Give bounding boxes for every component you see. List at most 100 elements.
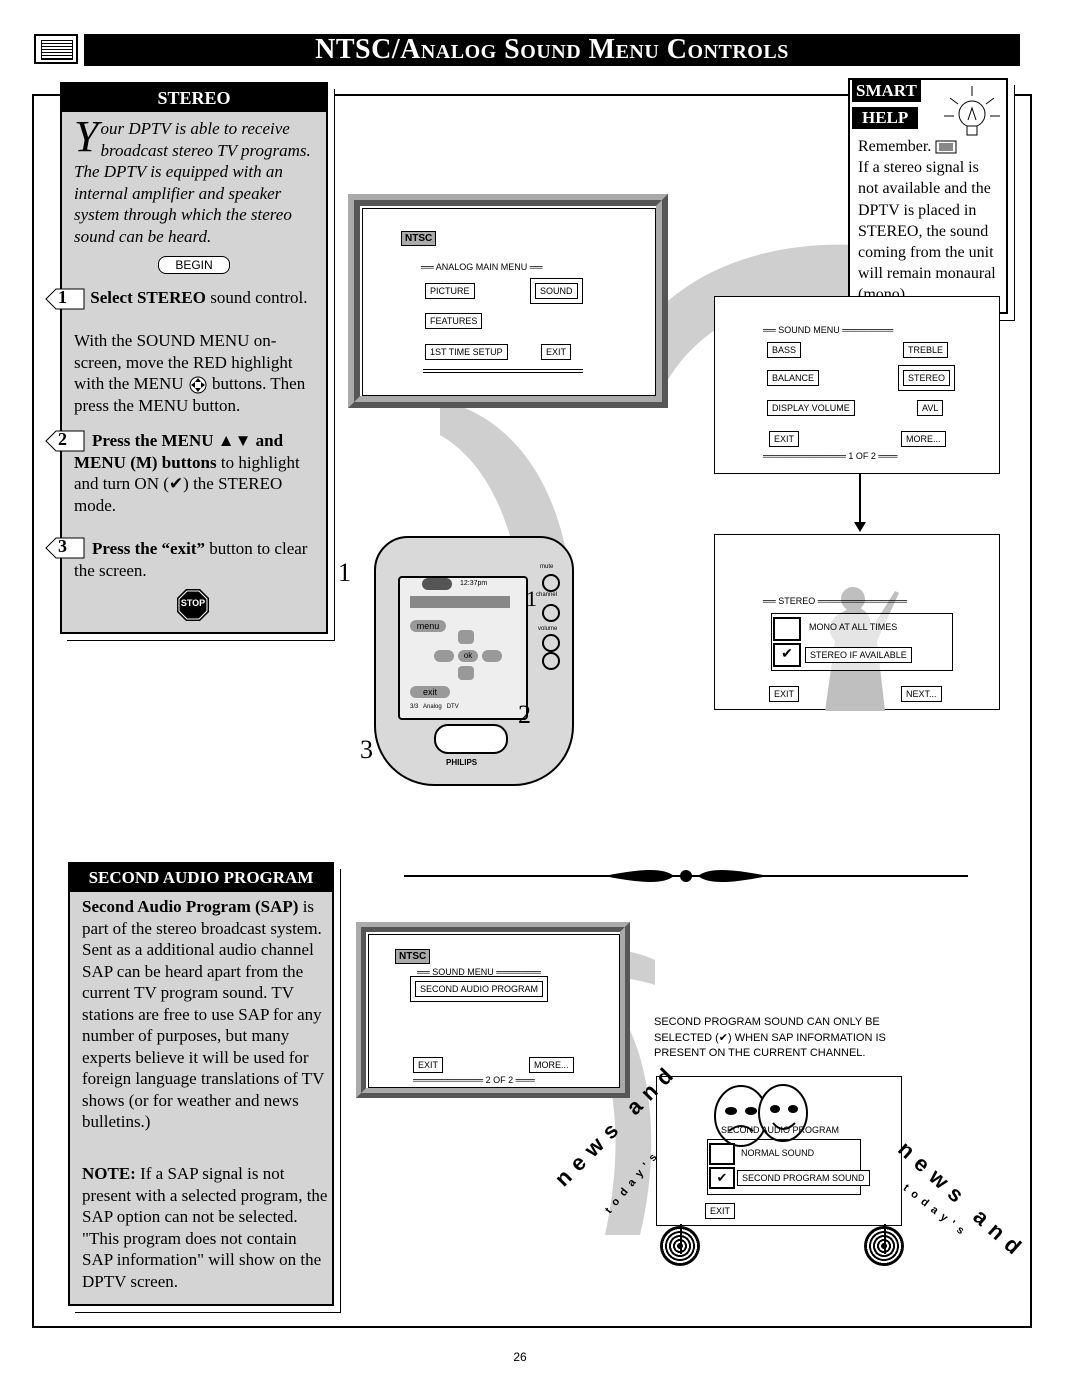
sap-title: Second Audio Program (SAP) [82,897,299,916]
sap-menu-screen: SECOND AUDIO PROGRAM NORMAL SOUND ✔ SECO… [656,1076,902,1226]
ntsc-tag-2: NTSC [395,949,431,964]
stop-label: STOP [180,598,206,608]
divider-ornament [404,870,968,882]
analog-main-title: ══ ANALOG MAIN MENU ══ [421,262,543,272]
tv-icon [34,34,78,64]
page-indicator: ═════════════ 1 OF 2 ═══ [763,451,898,461]
mute-label: mute [540,564,554,570]
step-2-rest-b: ) the STEREO mode. [74,474,283,515]
home-button[interactable] [422,578,452,590]
stereo-checkbox[interactable]: ✔ [773,643,801,667]
channel-label: channel [536,592,558,598]
exit-button[interactable]: EXIT [769,431,800,447]
step-arrow-icon [45,430,85,452]
callout-3: 3 [360,735,373,764]
second-program-sound-option[interactable]: SECOND PROGRAM SOUND [737,1170,870,1186]
step-1-body-a: With the SOUND MENU on-screen, move the … [74,331,293,393]
check-icon: ✔ [168,474,184,493]
remote-screen: 12:37pm menu ok exit 3/3 Analog DTV [398,576,528,720]
content-frame [32,94,1032,1328]
callout-1-left: 1 [338,558,351,587]
step-3-number: 3 [58,536,67,556]
channel-button[interactable] [542,604,560,622]
display-volume-button[interactable]: DISPLAY VOLUME [767,400,855,416]
volume-up-button[interactable] [542,634,560,652]
callout-2: 2 [518,700,531,729]
sap-option-button[interactable]: SECOND AUDIO PROGRAM [415,981,544,997]
step-2-body: Press the MENU ▲▼ and MENU (M) buttons t… [74,430,324,516]
bass-button[interactable]: BASS [767,342,802,358]
remote-nav-pad[interactable] [434,724,508,754]
intro-text: our DPTV is able to receive broadcast st… [74,119,311,246]
step-1-number: 1 [58,287,67,307]
callout-1-right: 1 [526,586,537,611]
remote-channel-bar [410,596,510,608]
mono-checkbox[interactable] [773,617,801,641]
step-arrow-icon [45,537,85,559]
step-1-body: With the SOUND MENU on-screen, move the … [74,330,324,417]
normal-sound-option[interactable]: NORMAL SOUND [741,1148,815,1158]
smart-title: SMART [852,80,921,102]
step-3-title: Press the “exit” [92,539,205,558]
exit-button[interactable]: EXIT [769,686,800,702]
note-text: If a SAP signal is not present with a se… [82,1164,328,1291]
second-sound-checkbox[interactable]: ✔ [709,1167,735,1189]
exit-button[interactable]: EXIT [705,1203,736,1219]
step-2-title: Press the MENU ▲▼ and MENU (M) buttons [74,431,284,472]
step-3-body: Press the “exit” button to clear the scr… [74,538,324,581]
sound-menu-2-title: ══ SOUND MENU ═══════ [417,967,541,977]
analog-menu-screen: NTSC ══ ANALOG MAIN MENU ══ PICTURE SOUN… [362,208,656,396]
remote-menu-button[interactable]: menu [410,620,446,632]
more-button[interactable]: MORE... [529,1057,574,1073]
sound-menu-2-screen: NTSC ══ SOUND MENU ═══════ SECOND AUDIO … [368,934,620,1088]
down-button[interactable] [458,666,474,680]
step-2-number: 2 [58,429,67,449]
help-title: HELP [852,107,919,129]
ok-button[interactable]: ok [458,650,478,662]
left-button[interactable] [434,650,454,662]
first-time-setup-button[interactable]: 1ST TIME SETUP [425,344,508,360]
stereo-button[interactable]: STEREO [903,370,951,386]
sap-paragraph: is part of the stereo broadcast system. … [82,897,325,1131]
step-arrow-icon [45,288,85,310]
mono-option[interactable]: MONO AT ALL TIMES [809,622,898,632]
stereo-intro: Y our DPTV is able to receive broadcast … [74,112,324,247]
remote-status: 3/3 Analog DTV [410,704,459,710]
normal-sound-checkbox[interactable] [709,1143,735,1165]
step-2-rest-a: to highlight and turn ON ( [74,452,300,494]
sound-button[interactable]: SOUND [535,283,578,299]
features-button[interactable]: FEATURES [425,313,483,329]
sap-note: NOTE: If a SAP signal is not present wit… [82,1163,328,1292]
tv-set-icon [935,140,957,154]
more-button[interactable]: MORE... [901,431,946,447]
volume-down-button[interactable] [542,652,560,670]
down-arrow-icon [854,474,866,532]
avl-button[interactable]: AVL [917,400,944,416]
sound-menu-title: ══ SOUND MENU ════════ [763,325,894,335]
balance-button[interactable]: BALANCE [767,370,820,386]
stereo-panel: STEREO [60,82,328,634]
picture-button[interactable]: PICTURE [425,283,475,299]
drop-cap: Y [74,112,99,161]
step-3: 3 [44,536,314,559]
up-button[interactable] [458,630,474,644]
exit-button[interactable]: EXIT [413,1057,444,1073]
exit-button[interactable]: EXIT [541,344,572,360]
page-title: NTSC/Analog Sound Menu Controls [84,34,1020,66]
drama-masks-icon [714,1084,808,1147]
ntsc-tag: NTSC [401,231,437,246]
stereo-menu-screen: ══ STEREO ══════════════ MONO AT ALL TIM… [714,534,1000,711]
stereo-if-available-option[interactable]: STEREO IF AVAILABLE [805,647,912,663]
treble-button[interactable]: TREBLE [903,342,949,358]
step-1-title-rest: sound control. [205,288,308,307]
mute-button[interactable] [542,574,560,592]
page-indicator-2: ═══════════ 2 OF 2 ═══ [413,1075,535,1085]
right-button[interactable] [482,650,502,662]
smart-body: If a stereo signal is not available and … [858,159,996,304]
next-button[interactable]: NEXT... [901,686,942,702]
smart-remember: Remember. [858,138,932,155]
stop-sign-icon: STOP [176,588,210,622]
lightbulb-icon [944,86,1000,136]
remote-exit-button[interactable]: exit [410,686,450,698]
sap-caption: SECOND PROGRAM SOUND CAN ONLY BE SELECTE… [654,1016,886,1059]
